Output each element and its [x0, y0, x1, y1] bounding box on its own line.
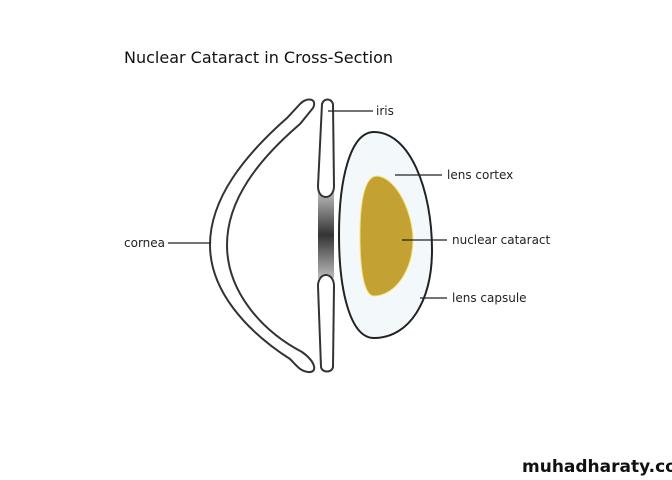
label-cornea: cornea	[124, 236, 165, 250]
pupil-opening	[318, 192, 334, 278]
nucleus-shape	[359, 175, 414, 297]
watermark: muhadharaty.com	[522, 457, 672, 477]
label-iris: iris	[376, 104, 394, 118]
label-nuclear-cataract: nuclear cataract	[452, 233, 551, 247]
label-lens-cortex: lens cortex	[447, 168, 513, 182]
label-lens-capsule: lens capsule	[452, 291, 527, 305]
cornea-shape	[208, 98, 316, 374]
iris-upper	[316, 98, 336, 199]
diagram-title: Nuclear Cataract in Cross-Section	[124, 48, 393, 67]
iris-lower	[316, 273, 336, 373]
